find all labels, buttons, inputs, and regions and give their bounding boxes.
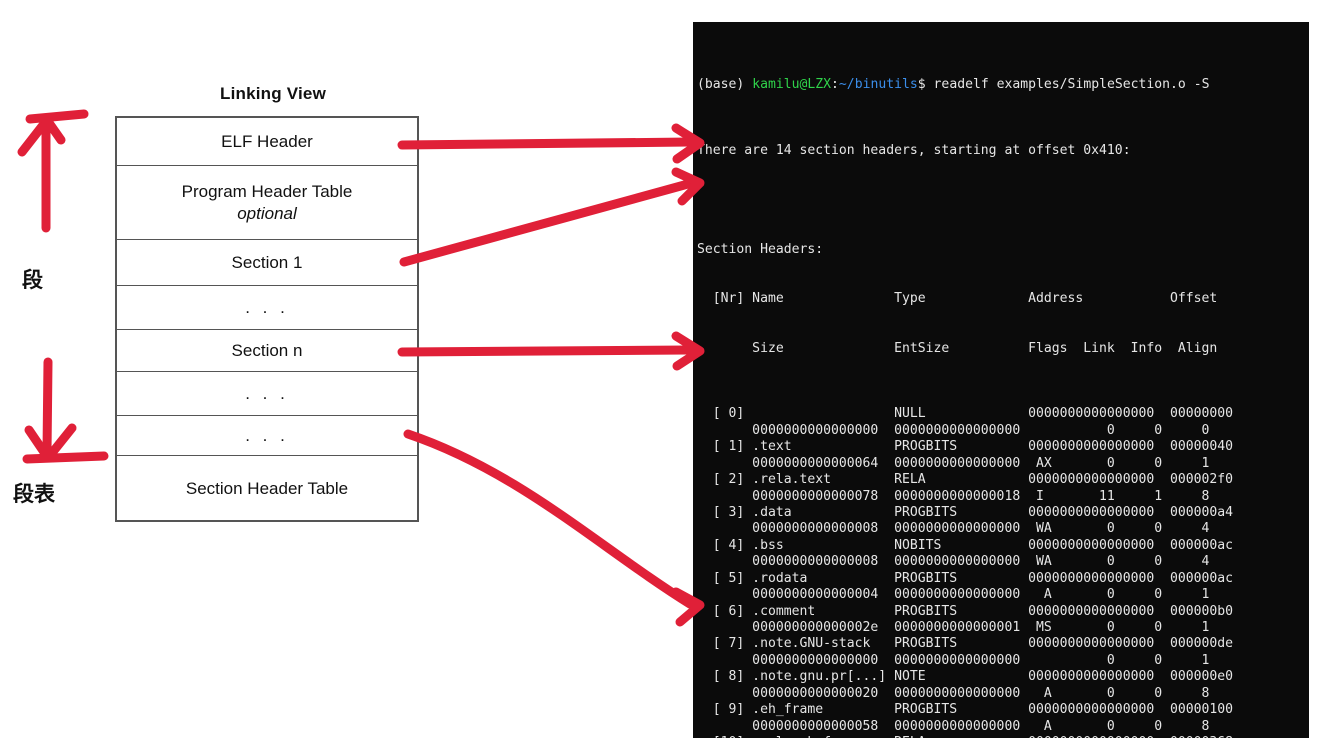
section-row-4-line-2: 0000000000000008 0000000000000000 WA 0 0… [697, 554, 1210, 570]
section-row-5-line-2: 0000000000000004 0000000000000000 A 0 0 … [697, 587, 1210, 603]
elf-row-ellipsis-2: . . . [117, 372, 417, 416]
section-row-4-line-1: [ 4] .bss NOBITS 0000000000000000 000000… [697, 537, 1234, 553]
elf-row-ellipsis-1: . . . [117, 286, 417, 330]
section-row-0-line-1: [ 0] NULL 0000000000000000 00000000 [697, 406, 1234, 422]
section-row-2-line-1: [ 2] .rela.text RELA 0000000000000000 00… [697, 472, 1234, 488]
section-row-7-line-1: [ 7] .note.GNU-stack PROGBITS 0000000000… [697, 636, 1234, 652]
prompt-user-host: kamilu@LZX [752, 77, 832, 93]
section-row-3-line-2: 0000000000000008 0000000000000000 WA 0 0… [697, 521, 1210, 537]
section-row-0-line-2: 0000000000000000 0000000000000000 0 0 0 [697, 422, 1210, 438]
segment-table-label: 段表 [13, 482, 55, 506]
section-row-1-line-2: 0000000000000064 0000000000000000 AX 0 0… [697, 455, 1210, 471]
section-table-rows: [ 0] NULL 0000000000000000 00000000 0000… [697, 406, 1309, 738]
section-row-1-line-1: [ 1] .text PROGBITS 0000000000000000 000… [697, 439, 1234, 455]
prompt-path: ~/binutils [838, 77, 918, 93]
elf-row-program-header-table: Program Header Table optional [117, 166, 417, 240]
elf-row-label: Program Header Table [181, 182, 353, 202]
elf-row-label: Section n [231, 340, 303, 360]
terminal-summary-line: There are 14 section headers, starting a… [697, 143, 1131, 159]
section-row-9-line-1: [ 9] .eh_frame PROGBITS 0000000000000000… [697, 702, 1234, 718]
prompt-colon: : [831, 77, 839, 93]
section-row-7-line-2: 0000000000000000 0000000000000000 0 0 1 [697, 652, 1210, 668]
section-row-8-line-2: 0000000000000020 0000000000000000 A 0 0 … [697, 685, 1210, 701]
section-row-8-line-1: [ 8] .note.gnu.pr[...] NOTE 000000000000… [697, 669, 1234, 685]
section-row-2-line-2: 0000000000000078 0000000000000018 I 11 1… [697, 488, 1210, 504]
terminal-blank-line [697, 193, 1309, 209]
prompt-sigil: $ [917, 77, 934, 93]
prompt-env: (base) [697, 77, 753, 93]
segment-label: 段 [22, 268, 43, 292]
elf-row-label: Section Header Table [185, 479, 349, 499]
elf-row-label: . . . [245, 425, 289, 445]
section-row-6-line-1: [ 6] .comment PROGBITS 0000000000000000 … [697, 603, 1234, 619]
elf-row-elf-header: ELF Header [117, 118, 417, 166]
elf-file-layout-box: ELF Header Program Header Table optional… [115, 116, 419, 522]
elf-linking-view-diagram: Linking View ELF Header Program Header T… [13, 84, 419, 522]
elf-row-sublabel: optional [237, 203, 297, 223]
elf-row-label: . . . [245, 297, 289, 317]
terminal-window[interactable]: (base) kamilu@LZX:~/binutils$ readelf ex… [693, 22, 1309, 738]
diagram-title: Linking View [220, 84, 326, 103]
terminal-prompt-line: (base) kamilu@LZX:~/binutils$ readelf ex… [697, 77, 1309, 93]
elf-row-section-header-table: Section Header Table [117, 456, 417, 522]
elf-row-section-n: Section n [117, 330, 417, 372]
elf-row-ellipsis-3: . . . [117, 416, 417, 456]
elf-row-label-block: Program Header Table optional [182, 181, 353, 224]
elf-row-label: ELF Header [221, 131, 313, 151]
section-row-3-line-1: [ 3] .data PROGBITS 0000000000000000 000… [697, 504, 1234, 520]
section-row-5-line-1: [ 5] .rodata PROGBITS 0000000000000000 0… [697, 570, 1234, 586]
elf-row-label: Section 1 [231, 252, 303, 272]
section-table-column-header-2: Size EntSize Flags Link Info Align [697, 340, 1218, 356]
prompt-command: readelf examples/SimpleSection.o -S [933, 77, 1210, 93]
elf-row-label: . . . [245, 383, 289, 403]
section-headers-title: Section Headers: [697, 241, 824, 257]
section-table-column-header-1: [Nr] Name Type Address Offset [697, 291, 1218, 307]
elf-row-section-1: Section 1 [117, 240, 417, 286]
section-row-10-line-1: [10] .rela.eh_frame RELA 000000000000000… [697, 735, 1309, 738]
section-row-9-line-2: 0000000000000058 0000000000000000 A 0 0 … [697, 718, 1210, 734]
section-row-6-line-2: 000000000000002e 0000000000000001 MS 0 0… [697, 620, 1210, 636]
